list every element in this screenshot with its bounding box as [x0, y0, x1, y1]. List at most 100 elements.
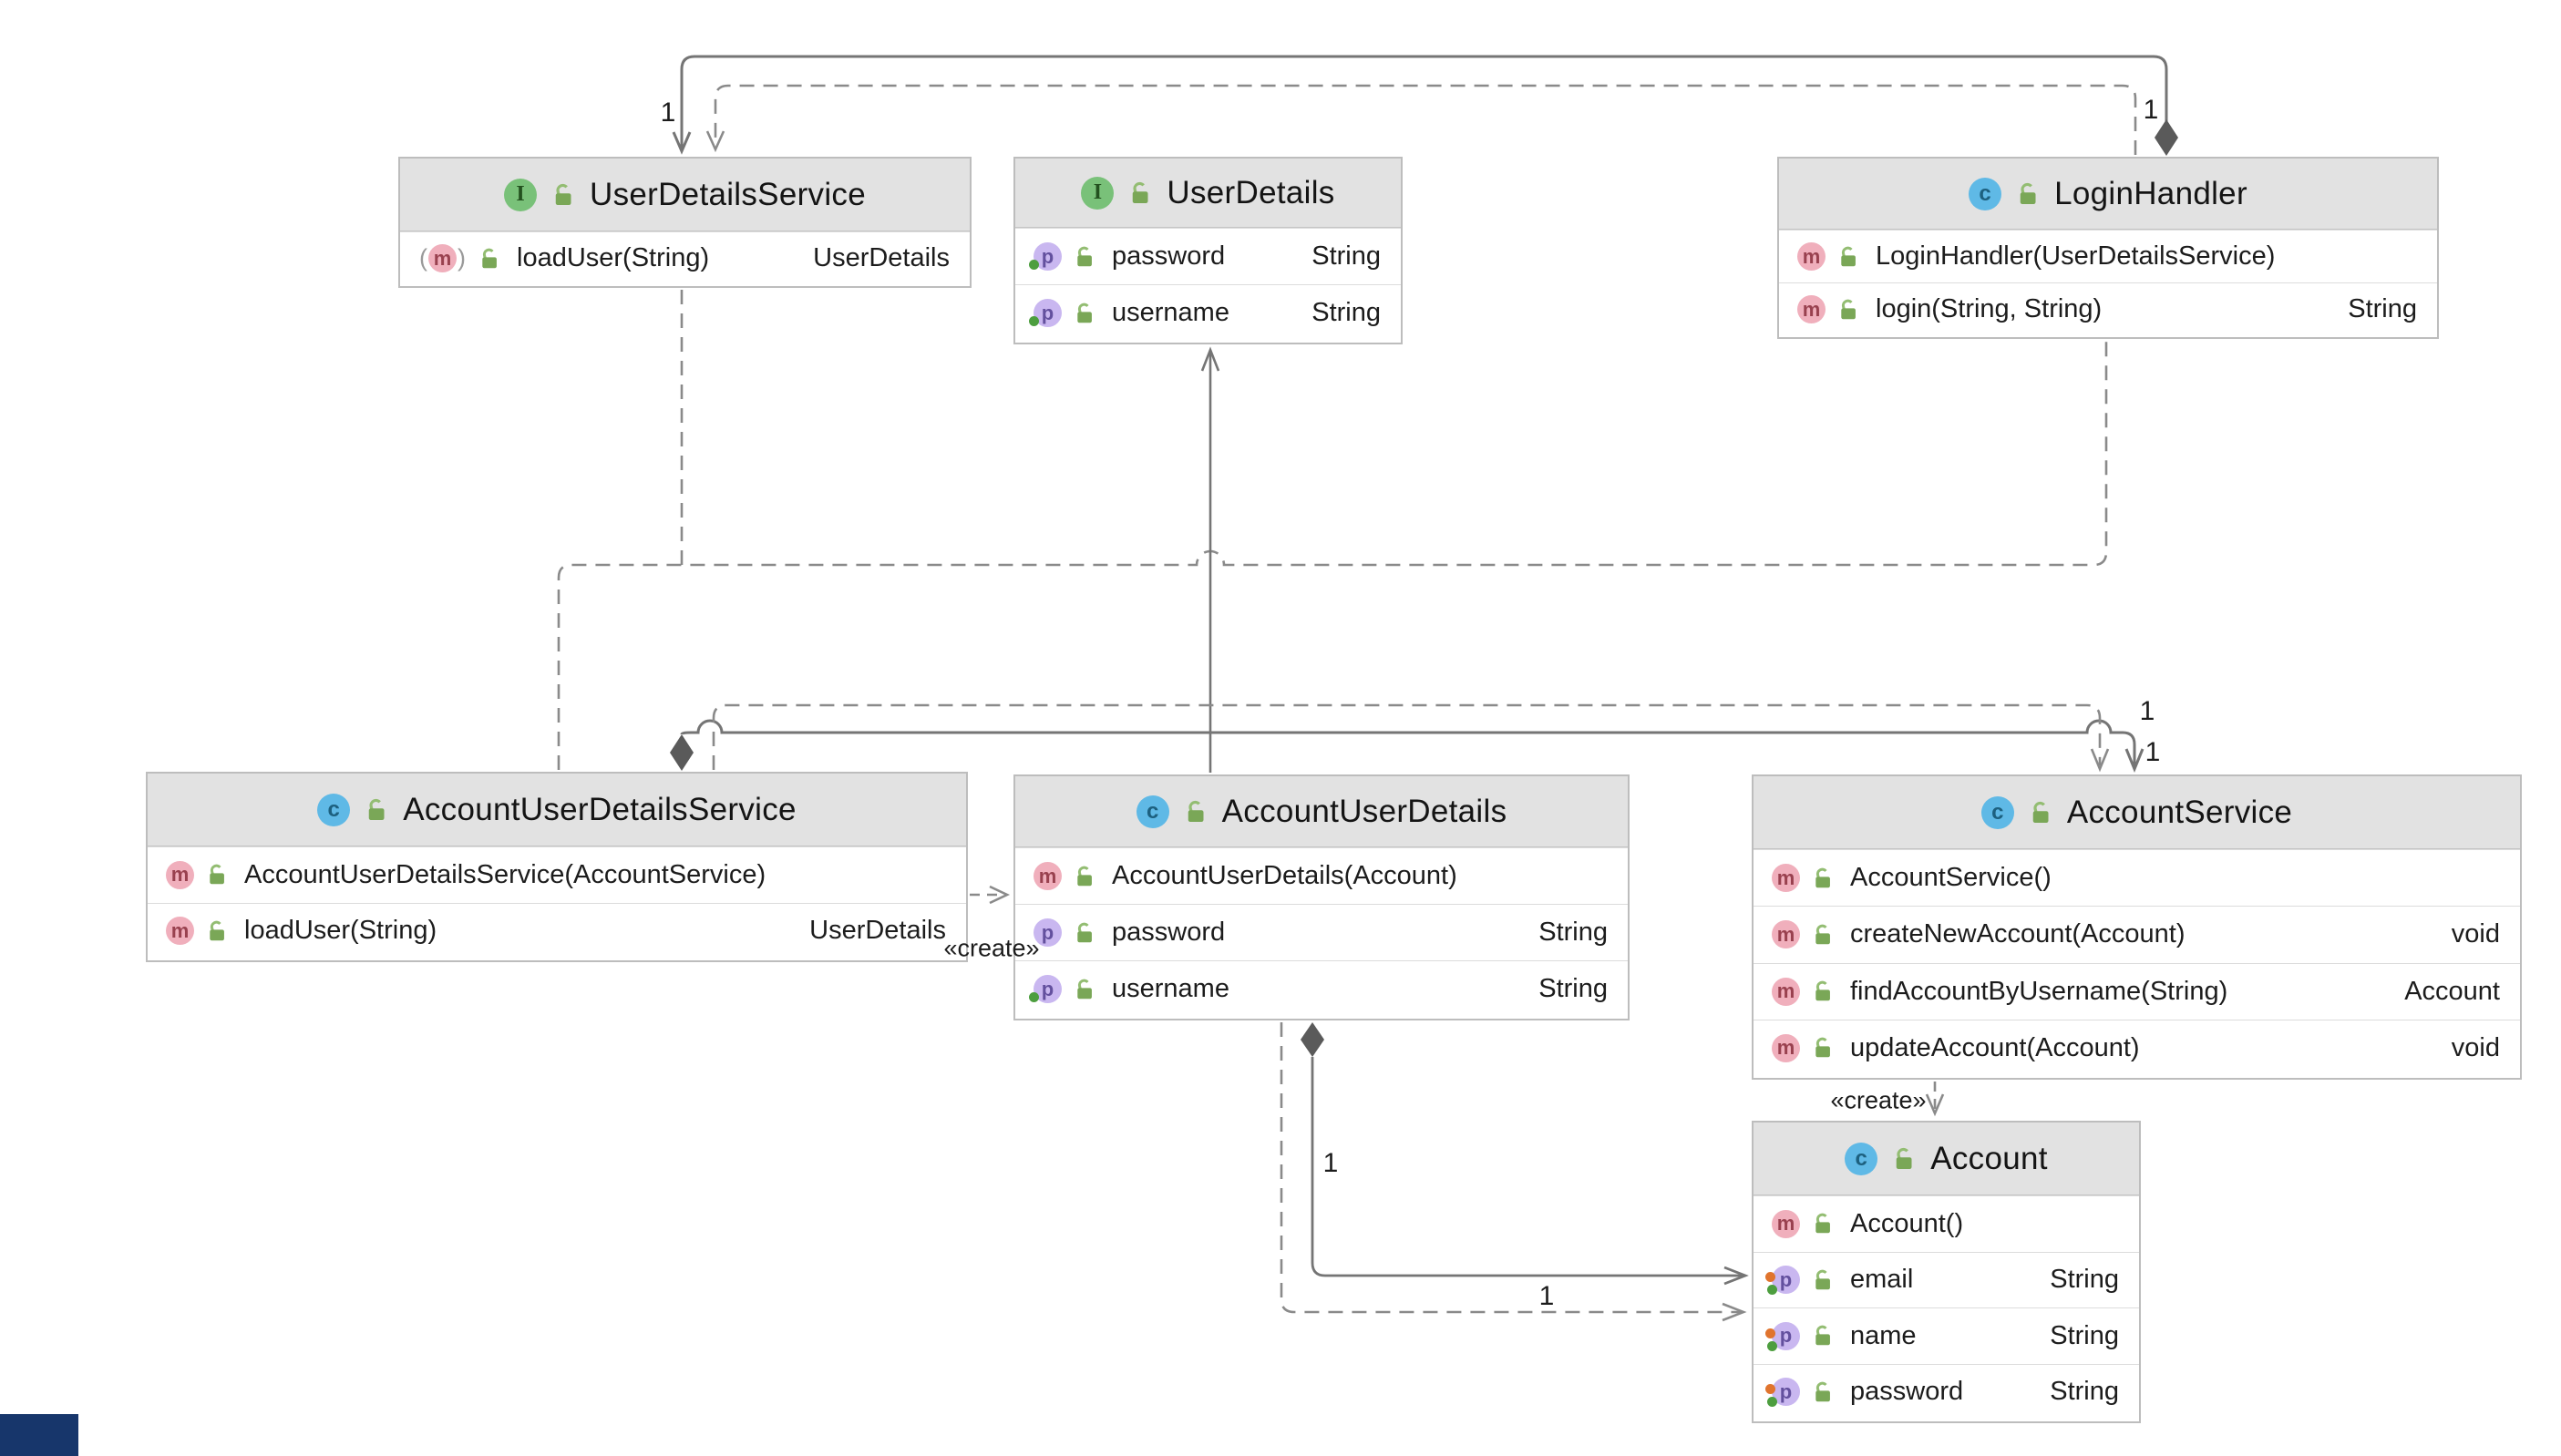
member-label: name	[1850, 1320, 1917, 1350]
unlocked-padlock-icon	[1815, 1381, 1830, 1402]
member-label: password	[1112, 241, 1226, 271]
member-label: updateAccount(Account)	[1850, 1032, 2140, 1062]
unlocked-padlock-icon	[482, 248, 497, 268]
edge-accountuserdetailsservice-accountservice-dependency[interactable]	[712, 703, 2110, 773]
member-type: String	[2348, 294, 2417, 323]
green-dot-icon	[1029, 260, 1039, 270]
member-label: loadUser(String)	[244, 916, 437, 946]
green-dot-icon	[1029, 992, 1039, 1002]
unlocked-padlock-icon	[1077, 302, 1092, 323]
member-type: String	[1538, 974, 1608, 1003]
member-row[interactable]: (m)loadUser(String)UserDetails	[400, 231, 970, 284]
unlocked-padlock-icon	[1896, 1147, 1912, 1169]
method-icon: m	[428, 244, 457, 272]
property-icon: p	[1034, 299, 1062, 327]
edge-accountservice-account-create[interactable]	[1925, 1082, 1945, 1117]
class-icon: c	[1136, 795, 1169, 828]
multiplicity-label: 1	[2143, 95, 2159, 125]
method-icon: m	[1797, 242, 1826, 271]
multiplicity-label: 1	[660, 97, 676, 128]
member-visibility-icon-wrap: p	[1765, 1378, 1800, 1408]
member-label: password	[1112, 918, 1226, 947]
green-dot-icon	[1767, 1397, 1777, 1408]
member-type: UserDetails	[809, 916, 946, 946]
unlocked-padlock-icon	[1077, 979, 1092, 999]
unlocked-padlock-icon	[1077, 246, 1092, 266]
member-visibility-icon-wrap: p	[1029, 299, 1062, 327]
edge-accountuserdetails-account-dependency[interactable]	[1280, 1022, 1747, 1322]
unlocked-padlock-icon	[210, 920, 224, 941]
class-title: AccountUserDetails	[1221, 793, 1507, 829]
member-visibility-icon-wrap: p	[1029, 975, 1062, 1003]
method-icon: m	[1772, 1209, 1800, 1238]
unlocked-padlock-icon	[1815, 1325, 1830, 1346]
member-label: Account()	[1850, 1208, 1964, 1238]
method-icon: m	[1797, 295, 1826, 323]
member-visibility-icon-wrap: m	[1797, 295, 1826, 323]
edge-accountuserdetailsservice-userdetailsservice-realization[interactable]	[557, 290, 2108, 770]
edge-accountuserdetails-account-aggregation[interactable]	[1301, 1022, 1749, 1286]
member-row[interactable]: m Account()	[1754, 1195, 2139, 1252]
member-label: AccountUserDetails(Account)	[1112, 861, 1457, 890]
green-dot-icon	[1767, 1340, 1777, 1351]
class-icon: c	[1845, 1142, 1878, 1175]
member-type: UserDetails	[813, 243, 950, 272]
edge-accountuserdetailsservice-accountservice-aggregation[interactable]	[670, 719, 2144, 773]
member-label: AccountService()	[1850, 863, 2052, 893]
member-label: username	[1112, 298, 1229, 327]
unlocked-padlock-icon	[2032, 801, 2049, 823]
edge-accountuserdetailsservice-accountuserdetails-create[interactable]	[970, 885, 1011, 905]
member-visibility-icon-wrap: m	[1772, 920, 1800, 949]
class-node-aud[interactable]: c AccountUserDetails m AccountUserDetails(A…	[1013, 774, 1630, 1020]
interface-icon: I	[504, 178, 537, 211]
member-visibility-icon-wrap: p	[1765, 1266, 1800, 1296]
edge-accountuserdetails-userdetails-realization[interactable]	[1200, 346, 1220, 773]
class-icon: c	[317, 793, 351, 826]
edge-loginhandler-userdetailsservice-aggregation[interactable]	[672, 55, 2178, 156]
class-header[interactable]: c AccountUserDetails	[1015, 776, 1628, 847]
unlocked-padlock-icon	[1841, 246, 1856, 266]
member-visibility-icon-wrap: p	[1029, 242, 1062, 271]
member-label: loadUser(String)	[517, 243, 710, 272]
unlocked-padlock-icon	[1815, 1038, 1830, 1058]
edge-loginhandler-userdetailsservice-dependency[interactable]	[705, 84, 2137, 155]
unlocked-padlock-icon	[1815, 1269, 1830, 1290]
method-icon: m	[1034, 862, 1062, 890]
member-visibility-icon-wrap: m	[166, 860, 194, 889]
unlocked-padlock-icon	[1188, 800, 1204, 822]
method-icon: m	[1772, 977, 1800, 1006]
member-row[interactable]: p password String	[1015, 228, 1401, 284]
multiplicity-label: 1	[2139, 696, 2155, 726]
member-type: String	[1311, 241, 1381, 271]
member-row[interactable]: m AccountUserDetails(Account)	[1015, 847, 1628, 904]
orange-dot-icon	[1765, 1272, 1775, 1283]
member-type: String	[2050, 1265, 2119, 1295]
